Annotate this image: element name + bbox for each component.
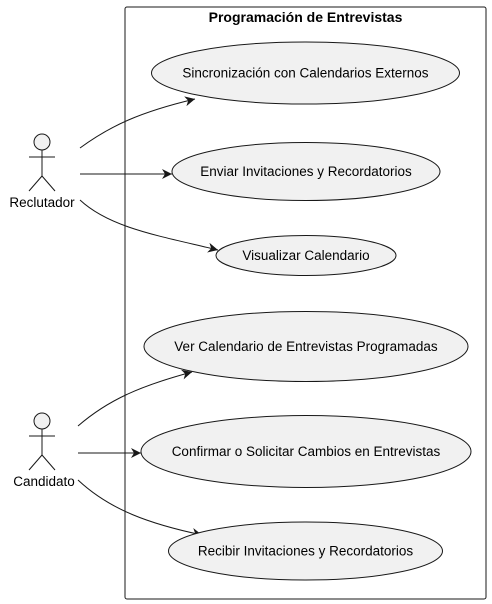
association-candidato-uc4 xyxy=(77,369,193,427)
system-boundary: Programación de Entrevistas xyxy=(124,6,487,600)
system-title: Programación de Entrevistas xyxy=(209,9,403,25)
use-case-label: Confirmar o Solicitar Cambios en Entrevi… xyxy=(172,444,441,459)
actor-candidato[interactable]: Candidato xyxy=(13,412,75,489)
actor-label-reclutador: Reclutador xyxy=(9,195,75,210)
stick-figure-icon xyxy=(28,133,56,192)
use-case-ellipse xyxy=(143,311,469,382)
use-case-uc6[interactable]: Recibir Invitaciones y Recordatorios xyxy=(168,521,443,581)
association-reclutador-uc3 xyxy=(79,199,219,253)
use-case-label: Visualizar Calendario xyxy=(242,248,369,263)
system-boundary-box xyxy=(124,6,487,600)
association-reclutador-uc1 xyxy=(79,96,196,149)
use-case-label: Enviar Invitaciones y Recordatorios xyxy=(200,164,412,179)
use-case-ellipse xyxy=(151,41,460,105)
use-case-ellipse xyxy=(168,521,443,581)
use-case-uc3[interactable]: Visualizar Calendario xyxy=(215,235,397,276)
use-case-label: Recibir Invitaciones y Recordatorios xyxy=(198,544,414,559)
use-case-label: Sincronización con Calendarios Externos xyxy=(182,66,428,81)
stick-figure-icon xyxy=(28,412,56,471)
use-case-uc2[interactable]: Enviar Invitaciones y Recordatorios xyxy=(171,142,441,201)
use-case-ellipse xyxy=(140,415,472,488)
use-case-uc1[interactable]: Sincronización con Calendarios Externos xyxy=(151,41,460,105)
use-case-uc5[interactable]: Confirmar o Solicitar Cambios en Entrevi… xyxy=(140,415,472,488)
association-candidato-uc6 xyxy=(77,479,203,538)
use-case-label: Ver Calendario de Entrevistas Programada… xyxy=(174,339,438,354)
actor-reclutador[interactable]: Reclutador xyxy=(9,133,75,210)
associations xyxy=(77,96,219,538)
use-case-ellipse xyxy=(171,142,441,201)
use-case-uc4[interactable]: Ver Calendario de Entrevistas Programada… xyxy=(143,311,469,382)
actor-label-candidato: Candidato xyxy=(13,474,75,489)
use-case-ellipse xyxy=(215,235,397,276)
